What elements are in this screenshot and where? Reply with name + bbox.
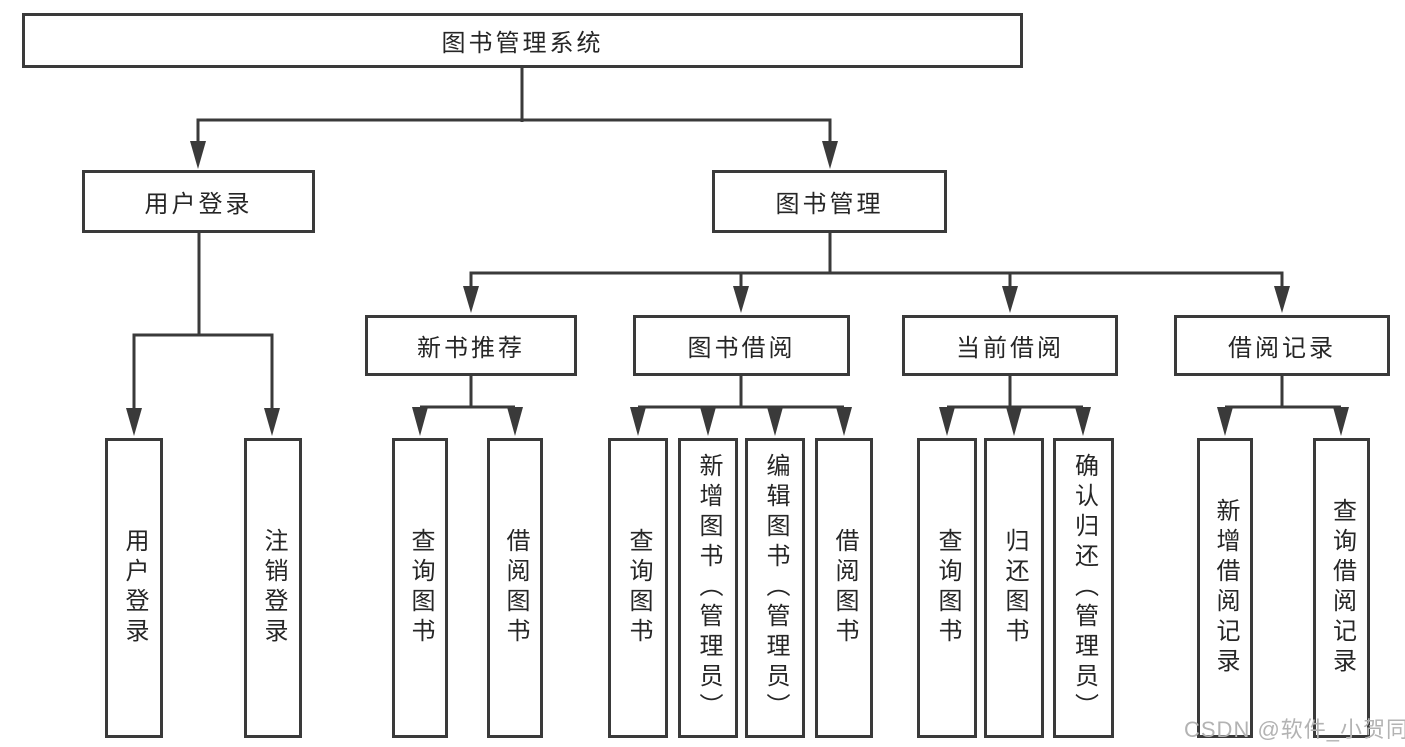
leaf-query-books-borrow: 查询图书 [608,438,668,738]
node-book-borrow: 图书借阅 [633,315,850,376]
node-user-login: 用户登录 [82,170,315,233]
leaf-add-borrow-record: 新增借阅记录 [1197,438,1253,738]
node-root: 图书管理系统 [22,13,1023,68]
leaf-borrow-books: 借阅图书 [815,438,873,738]
leaf-add-books-admin: 新增图书（管理员） [678,438,738,738]
node-current-borrow: 当前借阅 [902,315,1118,376]
leaf-borrow-books-recommend: 借阅图书 [487,438,543,738]
watermark: CSDN @软件_小贺同学 [1184,717,1405,742]
leaf-confirm-return-admin: 确认归还（管理员） [1053,438,1114,738]
leaf-query-books-recommend: 查询图书 [392,438,448,738]
leaf-logout: 注销登录 [244,438,302,738]
node-new-book-recommend: 新书推荐 [365,315,577,376]
leaf-query-borrow-record: 查询借阅记录 [1313,438,1370,738]
node-book-management: 图书管理 [712,170,947,233]
leaf-edit-books-admin: 编辑图书（管理员） [745,438,805,738]
leaf-user-login: 用户登录 [105,438,163,738]
leaf-query-books-current: 查询图书 [917,438,977,738]
leaf-return-books: 归还图书 [984,438,1044,738]
node-borrow-record: 借阅记录 [1174,315,1390,376]
